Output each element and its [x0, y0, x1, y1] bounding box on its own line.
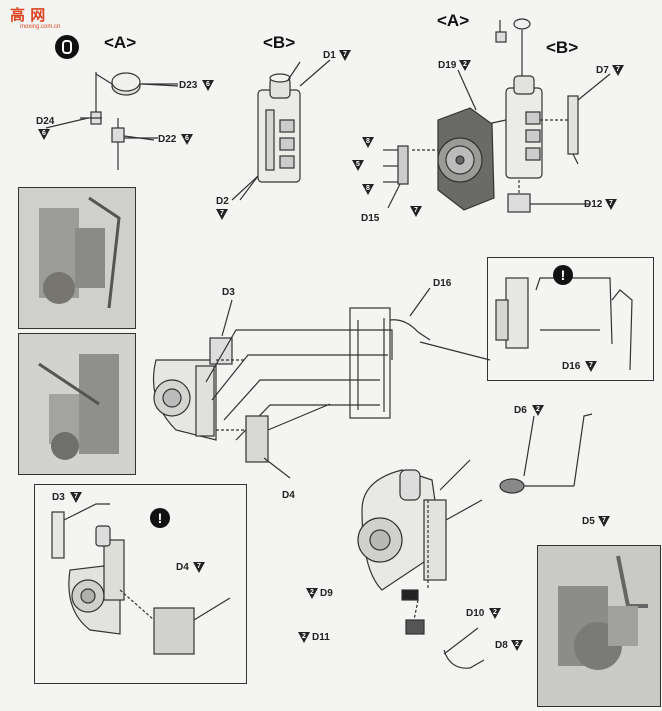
badge-d6: 2	[532, 405, 544, 416]
label-d23: D23	[179, 80, 198, 91]
label-d4: D4	[282, 490, 295, 501]
label-d15: D15	[361, 213, 380, 224]
label-d16-inset: D16	[562, 361, 581, 372]
badge-part-8-upper: 8	[362, 137, 374, 148]
label-d3: D3	[222, 287, 235, 298]
badge-d7: 7	[612, 65, 624, 76]
badge-part-7: 7	[410, 206, 422, 217]
engine-block-b-right	[412, 18, 579, 213]
label-d24: D24	[36, 116, 55, 127]
badge-d22: 6	[181, 134, 193, 145]
header-a-right: <A>	[437, 11, 470, 30]
badge-d11: 2	[298, 632, 310, 643]
badge-d2: 7	[216, 209, 228, 220]
step-badge-icon	[55, 35, 79, 59]
inset-lower-left-drawing	[51, 503, 231, 655]
badge-d19: 2	[459, 60, 471, 71]
badge-d9: 2	[306, 588, 318, 599]
badge-d10: 2	[489, 608, 501, 619]
label-d7: D7	[596, 65, 609, 76]
watermark-subtitle: moxing.com.cn	[20, 24, 61, 30]
lower-right-assembly	[357, 413, 593, 669]
badge-d24: 6	[38, 129, 50, 140]
fan-plate	[383, 107, 495, 211]
inset-top-right-drawing	[495, 277, 633, 371]
badge-d12: 7	[605, 199, 617, 210]
label-d9: D9	[320, 588, 333, 599]
warning-icon-top: !	[553, 265, 573, 285]
badge-part-5: 5	[352, 160, 364, 171]
watermark-title: 高 网	[10, 6, 46, 24]
photo-engine-side	[18, 333, 136, 475]
badge-d23: 6	[202, 80, 214, 91]
label-d6: D6	[514, 405, 527, 416]
label-d4-inset: D4	[176, 562, 189, 573]
header-a-left: <A>	[104, 33, 137, 52]
warning-icon-lower: !	[150, 508, 170, 528]
label-d10: D10	[466, 608, 485, 619]
photo-engine-top	[18, 187, 136, 329]
label-d11: D11	[312, 632, 330, 643]
badge-d4-inset: 7	[193, 562, 205, 573]
label-d16: D16	[433, 278, 452, 289]
label-d19: D19	[438, 60, 457, 71]
assembly-a-left	[80, 72, 178, 170]
badge-d16-inset: 7	[585, 361, 597, 372]
label-d3-inset: D3	[52, 492, 65, 503]
badge-d1: 7	[339, 50, 351, 61]
badge-d8: 2	[511, 640, 523, 651]
label-d5: D5	[582, 516, 595, 527]
label-d1: D1	[323, 50, 336, 61]
inset-box-lower-left	[34, 484, 247, 684]
mid-assembly	[152, 307, 491, 463]
header-b-left: <B>	[263, 33, 296, 52]
photo-assembly-detail	[537, 545, 661, 707]
badge-part-8-lower: 8	[362, 184, 374, 195]
badge-d5: 7	[598, 516, 610, 527]
label-d8: D8	[495, 640, 508, 651]
badge-d3-inset: 7	[70, 492, 82, 503]
label-d2: D2	[216, 196, 229, 207]
inset-box-top-right	[487, 257, 654, 381]
engine-block-b-left	[239, 61, 301, 201]
label-d22: D22	[158, 134, 177, 145]
header-b-right: <B>	[546, 38, 579, 57]
label-d12: D12	[584, 199, 603, 210]
